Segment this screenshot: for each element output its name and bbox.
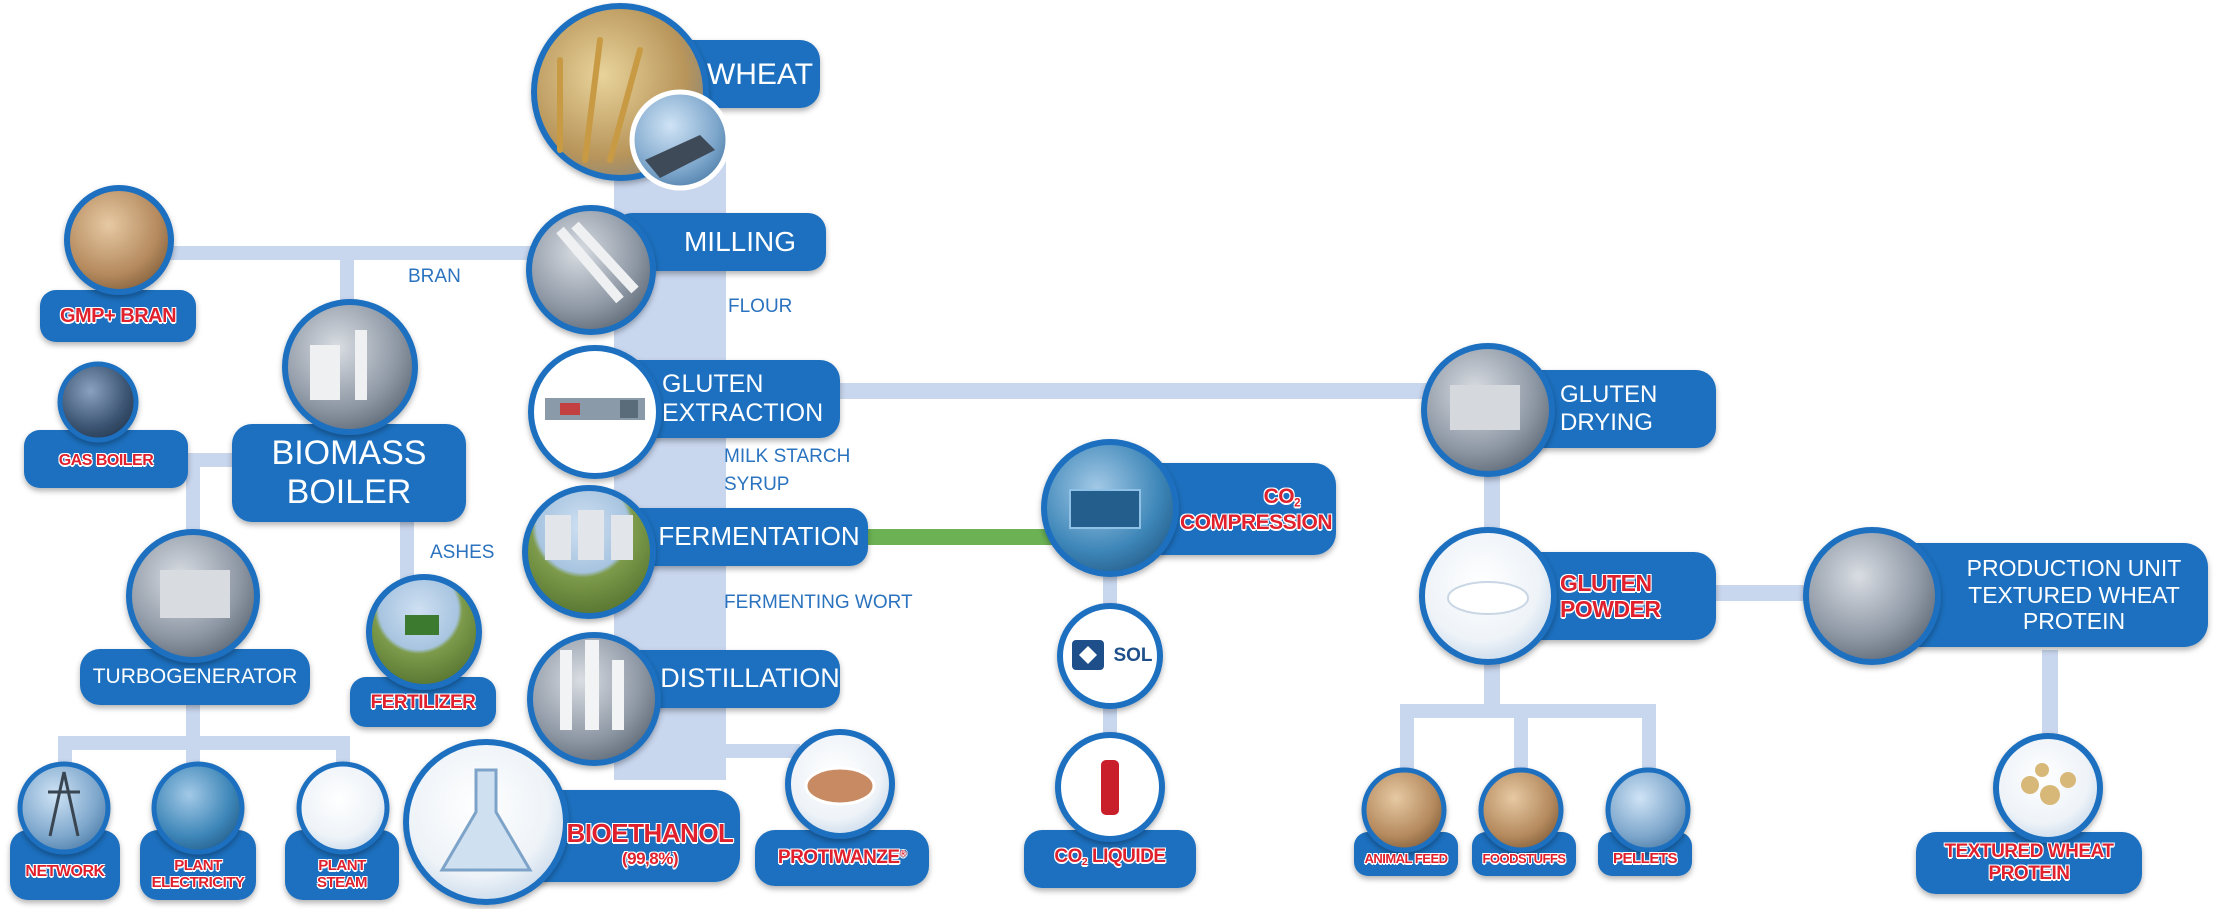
bran-to-boiler-connector: [340, 246, 354, 310]
boiler-shape-icon: [310, 330, 367, 400]
mill-pipe-icon: [556, 221, 639, 304]
co2-liquide-box: [1024, 830, 1196, 888]
node-gmp-bran[interactable]: [40, 185, 196, 342]
bran-line: [160, 246, 600, 260]
node-milling[interactable]: [526, 205, 826, 335]
node-pellets[interactable]: [1598, 767, 1692, 876]
bread-photo-icon: [1478, 767, 1564, 853]
turbogenerator-feed: [186, 453, 200, 533]
production-unit-box: [1870, 543, 2208, 647]
bran-in-hands-photo-icon: [64, 185, 174, 295]
substation-photo-icon: [151, 761, 245, 855]
network-box: [10, 830, 120, 900]
node-gluten-drying[interactable]: [1421, 343, 1716, 477]
fertilizer-box: [350, 677, 496, 727]
node-turbogenerator[interactable]: [80, 529, 310, 705]
plant-steam-box: [285, 830, 399, 900]
co2-line[interactable]: [856, 529, 1060, 545]
node-gas-boiler[interactable]: [24, 361, 188, 488]
turbogenerator-output-bus: [58, 736, 350, 750]
gmp-bran-box: [40, 290, 196, 342]
gluten-extraction-box: [614, 360, 840, 438]
node-biomass-boiler[interactable]: [232, 299, 466, 522]
node-textured-wheat-protein[interactable]: [1916, 733, 2142, 894]
milk-starch-flow-label: MILK STARCH: [724, 446, 851, 467]
node-distillation[interactable]: [527, 632, 840, 766]
production-line-photo-icon: [1803, 527, 1941, 665]
node-fertilizer[interactable]: [350, 574, 496, 727]
node-protiwanze[interactable]: [755, 729, 929, 886]
columns-shape-icon: [560, 640, 624, 730]
gas-boiler-box: [24, 430, 188, 488]
dish-shape-icon: [804, 766, 876, 806]
node-sol[interactable]: [1057, 603, 1163, 709]
flour-flow-label: FLOUR: [728, 296, 793, 317]
protiwanze-connector: [700, 744, 800, 758]
node-gluten-powder[interactable]: [1419, 527, 1716, 665]
dryer-shape-icon: [1450, 385, 1520, 430]
node-bioethanol[interactable]: [403, 739, 740, 905]
node-plant-steam[interactable]: [285, 761, 399, 900]
sol-diamond-icon: [1079, 646, 1097, 664]
node-gluten-extraction[interactable]: [528, 345, 840, 479]
pylon-shape-icon: [48, 771, 80, 837]
bran-flow-label: BRAN: [408, 266, 461, 287]
production-to-textured-connector: [2042, 650, 2058, 750]
node-co2-compression[interactable]: [1041, 439, 1336, 577]
node-foodstuffs[interactable]: [1472, 767, 1576, 876]
node-animal-feed[interactable]: [1354, 767, 1458, 876]
gluten-line: [820, 383, 1460, 399]
distillation-box: [614, 650, 840, 708]
protein-chunks-icon: [2021, 763, 2076, 805]
node-plant-electricity[interactable]: [140, 761, 256, 900]
harvester-shape-icon: [645, 135, 715, 178]
gas-boiler-photo-icon: [57, 361, 139, 443]
flask-shape-icon: [439, 768, 533, 872]
biomass-boiler-box: [232, 424, 466, 522]
turbine-shape-icon: [160, 570, 230, 618]
node-wheat[interactable]: [531, 3, 820, 191]
syrup-flow-label: SYRUP: [724, 474, 790, 495]
pellets-drop: [1642, 704, 1656, 774]
node-network[interactable]: [10, 761, 120, 900]
power-pylon-photo-icon: [17, 761, 111, 855]
tractor-shape-icon: [405, 615, 439, 635]
fermentation-box: [614, 508, 868, 566]
foodstuffs-drop: [1514, 704, 1528, 774]
ashes-connector: [400, 515, 414, 585]
boiler-plant-photo-icon: [282, 299, 418, 435]
steam-photo-icon: [296, 761, 390, 855]
ashes-flow-label: ASHES: [430, 542, 495, 563]
protiwanze-box: [755, 830, 929, 886]
compressor-shape-icon: [1069, 489, 1141, 529]
node-production-unit[interactable]: [1803, 527, 2208, 665]
textured-wheat-protein-box: [1916, 832, 2142, 894]
node-fermentation[interactable]: [522, 485, 868, 619]
node-co2-liquide[interactable]: [1024, 732, 1196, 888]
fermenting-wort-flow-label: FERMENTING WORT: [724, 592, 913, 613]
powder-to-production-connector: [1700, 585, 1830, 601]
turbogenerator-box: [80, 649, 310, 705]
powder-shape-icon: [1447, 581, 1529, 615]
tanks-shape-icon: [545, 510, 633, 560]
bottle-shape-icon: [1101, 760, 1119, 815]
pellets-photo-icon: [1605, 767, 1691, 853]
harvester-photo-icon: [629, 89, 731, 191]
sol-logo-icon: [1057, 603, 1163, 709]
powder-output-stem: [1484, 660, 1500, 710]
plant-electricity-box: [140, 830, 256, 900]
wheat-stalks-icon: [557, 37, 643, 163]
dog-photo-icon: [1361, 767, 1447, 853]
animal-feed-drop: [1400, 704, 1414, 774]
decanter-shape-icon: [545, 398, 645, 420]
milling-box: [614, 213, 826, 271]
